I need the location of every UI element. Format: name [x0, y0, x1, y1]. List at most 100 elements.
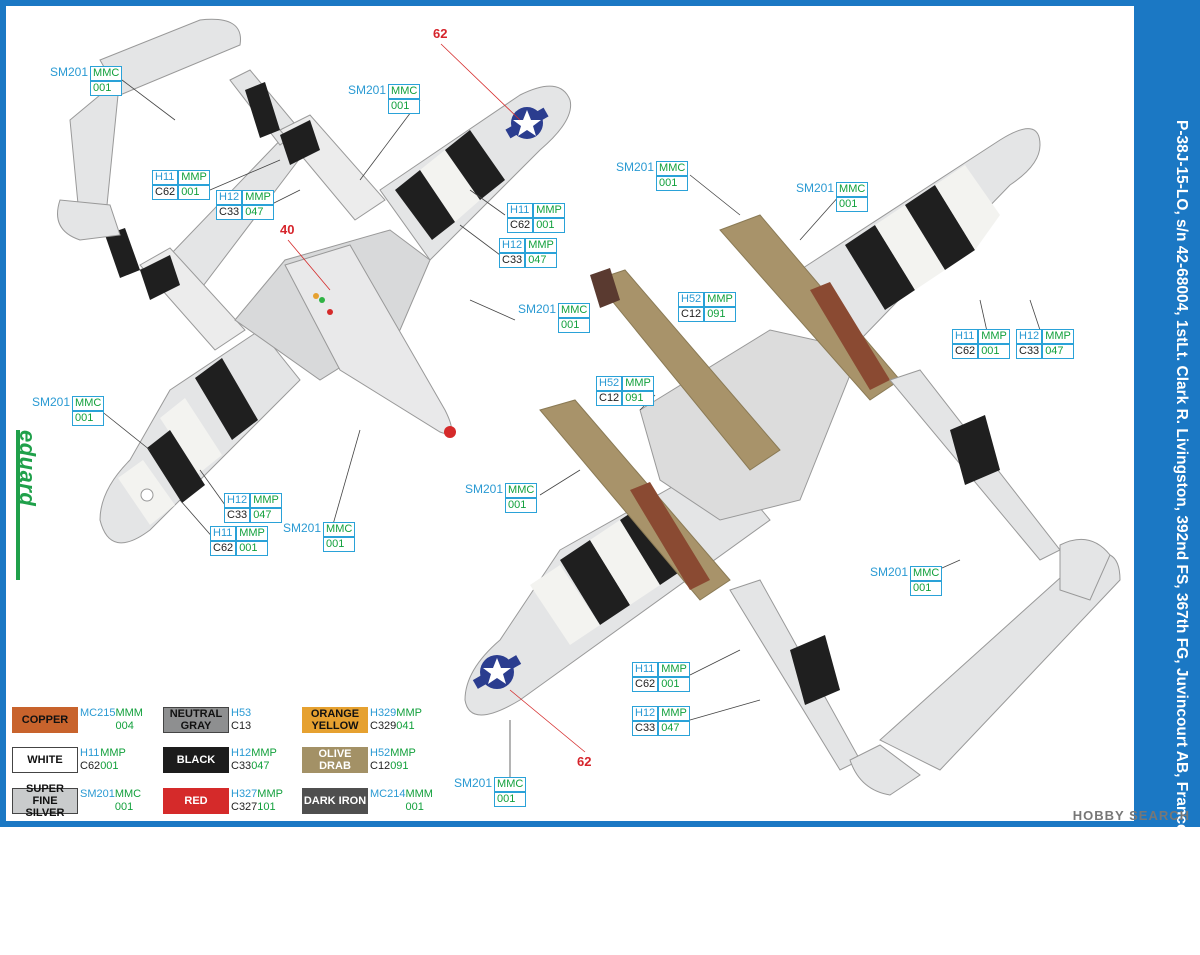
eduard-logo: eduard: [14, 430, 40, 580]
legend-swatch: ORANGE YELLOW: [302, 707, 368, 733]
code-a: H11: [952, 329, 979, 344]
legend-code-a: H327: [231, 788, 258, 800]
bot-stripe-4: [935, 165, 1000, 250]
code-a2: C33: [1016, 344, 1043, 359]
code-c: 001: [978, 344, 1010, 359]
light-red: [327, 309, 333, 315]
code-a: SM201: [283, 521, 322, 535]
frame-top: [0, 0, 1200, 6]
legend-swatch: BLACK: [163, 747, 229, 773]
top-stripe-3: [147, 430, 205, 503]
code-c: 001: [388, 99, 421, 114]
top-spinner-right: [245, 82, 280, 138]
code-c: 047: [242, 205, 274, 220]
code-b: MMP: [658, 662, 690, 677]
bot-stripe-3: [905, 185, 975, 270]
legend-code-c: 091: [390, 760, 409, 772]
bot-stripe-7: [590, 520, 660, 605]
code-a: H12: [632, 706, 659, 721]
legend-code-c: 001: [405, 801, 424, 813]
hobby-search-watermark: HOBBY SEARCH: [1072, 808, 1190, 823]
leader-lines: [99, 79, 1046, 790]
code-a: H12: [216, 190, 243, 205]
code-b: MMP: [236, 526, 268, 541]
code-b: MMC: [910, 566, 943, 581]
legend-swatch: SUPER FINE SILVER: [12, 783, 78, 819]
code-b: MMC: [836, 182, 869, 197]
code-b: MMP: [978, 329, 1010, 344]
code-a: SM201: [50, 65, 89, 79]
legend-code-b: MMP: [100, 747, 126, 759]
code-a2: C33: [632, 721, 659, 736]
code-a: H11: [152, 170, 179, 185]
code-c: 001: [656, 176, 689, 191]
code-c: 001: [910, 581, 943, 596]
code-b: MMC: [323, 522, 356, 537]
code-a: SM201: [454, 776, 493, 790]
code-b: MMC: [72, 396, 105, 411]
code-c: 001: [178, 185, 210, 200]
legend-code-c: 101: [257, 801, 276, 813]
legend-swatch: NEUTRAL GRAY: [163, 707, 229, 733]
legend-swatch: COPPER: [12, 707, 78, 733]
bot-tail-left: [849, 744, 921, 796]
code-b: MMP: [658, 706, 690, 721]
code-a: SM201: [796, 181, 835, 195]
code-c: 001: [505, 498, 538, 513]
code-a2: C62: [632, 677, 659, 692]
code-a: H12: [1016, 329, 1043, 344]
legend-code-a: MC214: [370, 788, 406, 800]
code-b: MMC: [558, 303, 591, 318]
code-c: 091: [622, 391, 654, 406]
code-a: H12: [224, 493, 251, 508]
legend-code-a: H53: [231, 707, 252, 719]
code-a: H52: [596, 376, 623, 391]
code-a2: C62: [952, 344, 979, 359]
legend-code-b: MMM: [115, 707, 143, 719]
legend-code-c: 041: [396, 720, 415, 732]
bot-turbo-right: [810, 282, 890, 390]
legend-code-a: H11: [80, 747, 100, 759]
bot-stripe-5: [560, 540, 630, 625]
code-b: MMP: [704, 292, 736, 307]
legend-code-a: H329: [370, 707, 397, 719]
logo-bar: [16, 430, 20, 580]
top-tail-upper: [99, 18, 241, 96]
bot-roundel-star: [483, 658, 511, 684]
code-a2: C33: [216, 205, 243, 220]
light-green: [319, 297, 325, 303]
frame-left: [0, 0, 6, 827]
code-c: 047: [250, 508, 282, 523]
aircraft-drawing: [57, 18, 1121, 796]
top-stripe-6: [445, 130, 505, 200]
bot-stripe-1: [845, 225, 915, 310]
frame-bottom: [0, 821, 1140, 827]
top-stripe-1: [195, 358, 258, 440]
code-c: 047: [1042, 344, 1074, 359]
code-a: H11: [507, 203, 534, 218]
code-a2: C33: [224, 508, 251, 523]
legend-code-a: SM201: [80, 788, 115, 800]
top-small-roundel: [140, 488, 154, 502]
legend-code-b: MMP: [390, 747, 416, 759]
code-a2: C62: [152, 185, 179, 200]
legend-swatch: WHITE: [12, 747, 78, 773]
code-a: SM201: [348, 83, 387, 97]
code-b: MMP: [1042, 329, 1074, 344]
bot-stripe-2: [875, 205, 945, 290]
code-c: 001: [323, 537, 356, 552]
callout-62-top: 62: [433, 26, 448, 41]
